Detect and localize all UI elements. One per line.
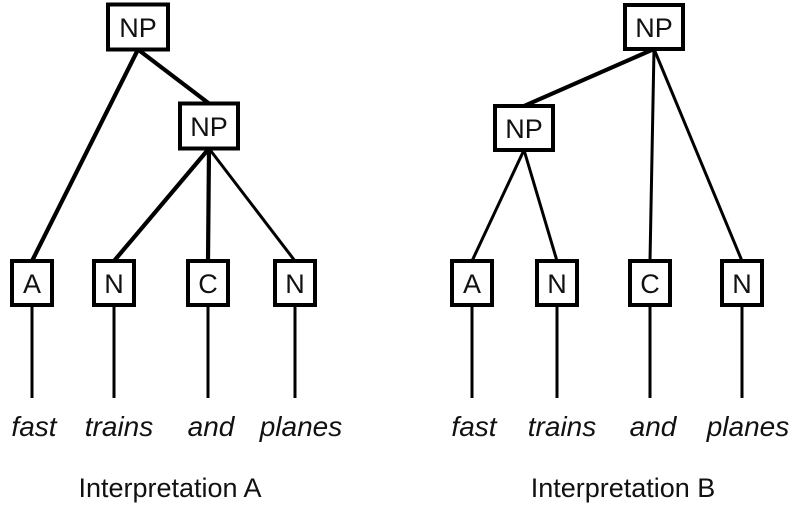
node-box-a-pos-a [10,259,54,307]
branch-b-inner-np-to-b-pos-n1 [522,149,559,262]
word-b-word-fast: fast [451,411,497,442]
word-a-word-fast: fast [11,411,57,442]
node-box-a-inner-np [178,101,240,151]
branch-b-root-np-to-b-inner-np [523,47,655,108]
node-box-b-pos-c [628,259,672,307]
node-a-pos-n2[interactable]: N [273,259,317,307]
node-box-a-pos-c [186,259,230,307]
word-a-word-planes: planes [259,411,343,442]
node-b-pos-n1[interactable]: N [535,259,579,307]
node-b-pos-n2[interactable]: N [720,259,764,307]
branch-a-inner-np-to-a-pos-c [205,148,212,262]
node-box-a-root-np [106,2,170,52]
word-a-word-and: and [188,411,236,442]
node-label-b-pos-n2: N [732,269,752,299]
node-box-b-root-np [623,3,685,51]
words-interpretation-b: fast trains and planes [451,411,789,442]
node-label-a-pos-a: A [23,269,41,299]
node-label-b-pos-n1: N [547,269,567,299]
node-box-a-pos-n1 [92,259,136,307]
node-label-b-pos-c: C [640,269,660,299]
node-label-a-inner-np: NP [190,112,228,142]
nodes-interpretation-b: NP NP A N C N [450,3,764,307]
word-b-word-and: and [630,411,678,442]
node-a-root-np[interactable]: NP [106,2,170,52]
caption-interpretation-a: Interpretation A [78,473,261,503]
node-a-pos-a[interactable]: A [10,259,54,307]
node-box-b-pos-a [450,259,494,307]
node-box-b-inner-np [493,104,555,152]
branch-a-root-np-to-a-pos-a [30,48,140,262]
node-label-a-root-np: NP [119,13,157,43]
node-b-pos-a[interactable]: A [450,259,494,307]
word-b-word-trains: trains [528,411,596,442]
branch-b-root-np-to-b-pos-n2 [652,48,744,262]
node-a-inner-np[interactable]: NP [178,101,240,151]
word-a-word-trains: trains [85,411,153,442]
caption-interpretation-b: Interpretation B [531,473,716,503]
node-a-pos-c[interactable]: C [186,259,230,307]
branch-a-root-np-to-a-inner-np [136,47,211,106]
node-b-inner-np[interactable]: NP [493,104,555,152]
node-box-b-pos-n1 [535,259,579,307]
leaf-stems-interpretation-b [470,305,744,398]
node-label-a-pos-n2: N [285,269,305,299]
node-b-pos-c[interactable]: C [628,259,672,307]
branch-a-inner-np-to-a-pos-n1 [112,147,211,263]
branches-interpretation-b [470,47,744,262]
node-box-b-pos-n2 [720,259,764,307]
node-label-a-pos-c: C [198,269,218,299]
node-label-b-inner-np: NP [505,114,543,144]
node-a-pos-n1[interactable]: N [92,259,136,307]
nodes-interpretation-a: NP NP A N C N [10,2,317,307]
node-label-b-pos-a: A [463,269,481,299]
leaf-stems-interpretation-a [30,305,297,398]
node-b-root-np[interactable]: NP [623,3,685,51]
node-label-b-root-np: NP [635,13,673,43]
branches-interpretation-a [30,47,297,263]
node-label-a-pos-n1: N [104,269,124,299]
words-interpretation-a: fast trains and planes [11,411,342,442]
word-b-word-planes: planes [706,411,790,442]
branch-b-root-np-to-b-pos-c [648,48,656,262]
node-box-a-pos-n2 [273,259,317,307]
branch-a-inner-np-to-a-pos-n2 [207,147,297,262]
branch-b-inner-np-to-b-pos-a [470,149,526,262]
